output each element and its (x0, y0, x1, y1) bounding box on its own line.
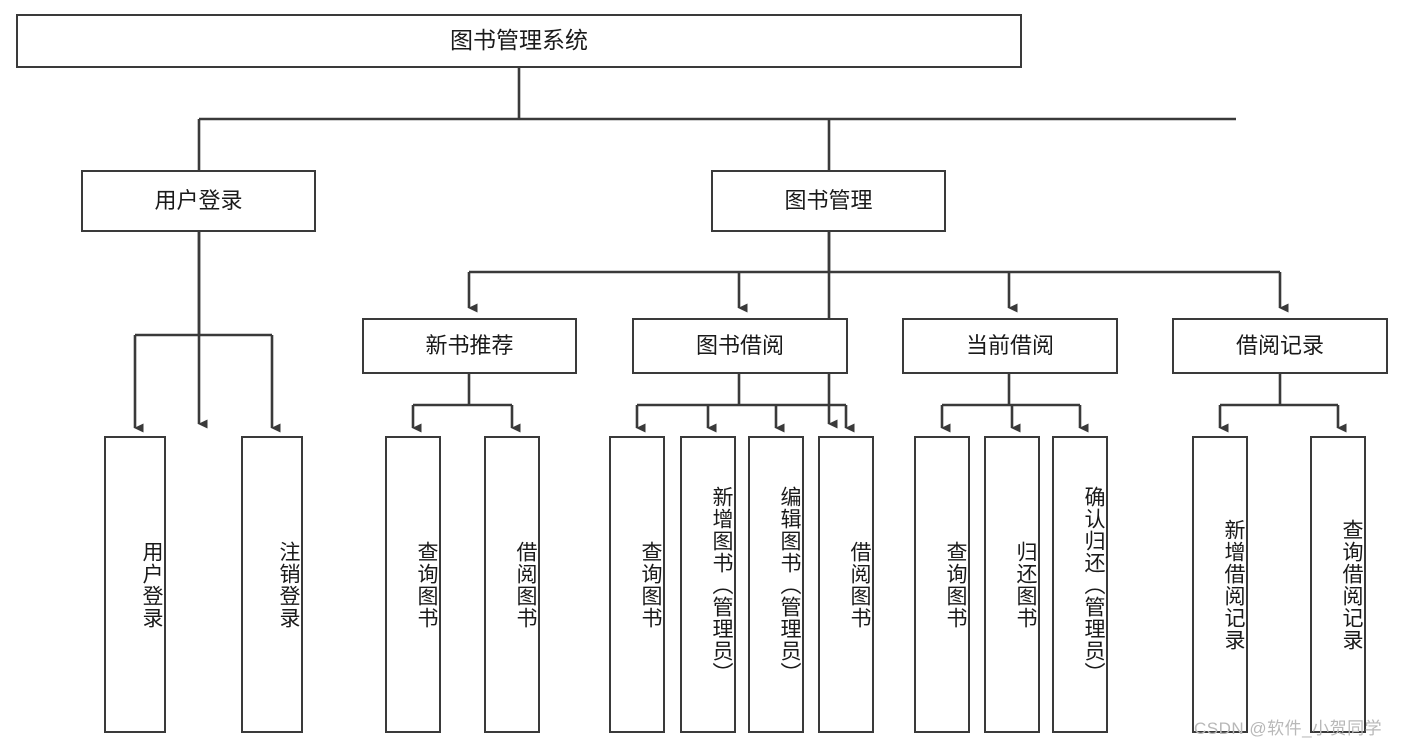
node-leaf-query-borrow-record[interactable]: 查询借阅记录 (1310, 436, 1366, 733)
node-leaf-query-book-3[interactable]: 查询图书 (914, 436, 970, 733)
node-borrow-record-label: 借阅记录 (1235, 332, 1324, 358)
node-leaf-borrow-book-1[interactable]: 借阅图书 (484, 436, 540, 733)
node-leaf-query-book-2[interactable]: 查询图书 (609, 436, 665, 733)
node-leaf-user-login[interactable]: 用户登录 (104, 436, 166, 733)
node-leaf-add-borrow-record-label: 新增借阅记录 (1222, 518, 1245, 651)
node-root[interactable]: 图书管理系统 (16, 14, 1022, 68)
node-leaf-borrow-book-1-label: 借阅图书 (514, 540, 537, 629)
node-current-borrow-label: 当前借阅 (965, 332, 1054, 358)
node-book-management[interactable]: 图书管理 (711, 170, 946, 232)
node-user-login[interactable]: 用户登录 (81, 170, 316, 232)
node-leaf-edit-book[interactable]: 编辑图书（管理员） (748, 436, 804, 733)
edge-bookmgmt-to-level3 (467, 232, 1289, 313)
node-leaf-borrow-book-2-label: 借阅图书 (848, 540, 871, 629)
node-current-borrow[interactable]: 当前借阅 (902, 318, 1118, 374)
node-leaf-confirm-return[interactable]: 确认归还（管理员） (1052, 436, 1108, 733)
node-leaf-return-book[interactable]: 归还图书 (984, 436, 1040, 733)
node-new-book-recommend[interactable]: 新书推荐 (362, 318, 577, 374)
node-leaf-logout-label: 注销登录 (277, 540, 300, 629)
watermark: CSDN @软件_小贺同学 (1194, 719, 1383, 738)
node-user-login-label: 用户登录 (154, 187, 243, 213)
node-leaf-return-book-label: 归还图书 (1014, 540, 1037, 629)
edge-userlogin-to-leaves (133, 232, 281, 433)
node-leaf-add-book-label: 新增图书（管理员） (710, 485, 733, 684)
node-leaf-query-borrow-record-label: 查询借阅记录 (1340, 518, 1363, 651)
node-leaf-user-login-label: 用户登录 (140, 540, 163, 629)
edge-bookborrow-to-leaves (635, 374, 855, 433)
node-leaf-add-borrow-record[interactable]: 新增借阅记录 (1192, 436, 1248, 733)
node-book-management-label: 图书管理 (784, 187, 873, 213)
node-new-book-recommend-label: 新书推荐 (425, 332, 514, 358)
node-leaf-edit-book-label: 编辑图书（管理员） (778, 485, 801, 684)
node-leaf-borrow-book-2[interactable]: 借阅图书 (818, 436, 874, 733)
node-leaf-logout[interactable]: 注销登录 (241, 436, 303, 733)
node-leaf-add-book[interactable]: 新增图书（管理员） (680, 436, 736, 733)
node-borrow-record[interactable]: 借阅记录 (1172, 318, 1388, 374)
edge-newbook-to-leaves (411, 374, 521, 433)
node-leaf-query-book-2-label: 查询图书 (639, 540, 662, 629)
node-book-borrow[interactable]: 图书借阅 (632, 318, 848, 374)
node-leaf-query-book-1[interactable]: 查询图书 (385, 436, 441, 733)
node-root-label: 图书管理系统 (450, 27, 588, 54)
node-leaf-confirm-return-label: 确认归还（管理员） (1082, 485, 1105, 684)
node-leaf-query-book-1-label: 查询图书 (415, 540, 438, 629)
edge-currentborrow-to-leaves (940, 374, 1089, 433)
node-book-borrow-label: 图书借阅 (695, 332, 784, 358)
node-leaf-query-book-3-label: 查询图书 (944, 540, 967, 629)
edge-borrowrecord-to-leaves (1218, 374, 1347, 433)
